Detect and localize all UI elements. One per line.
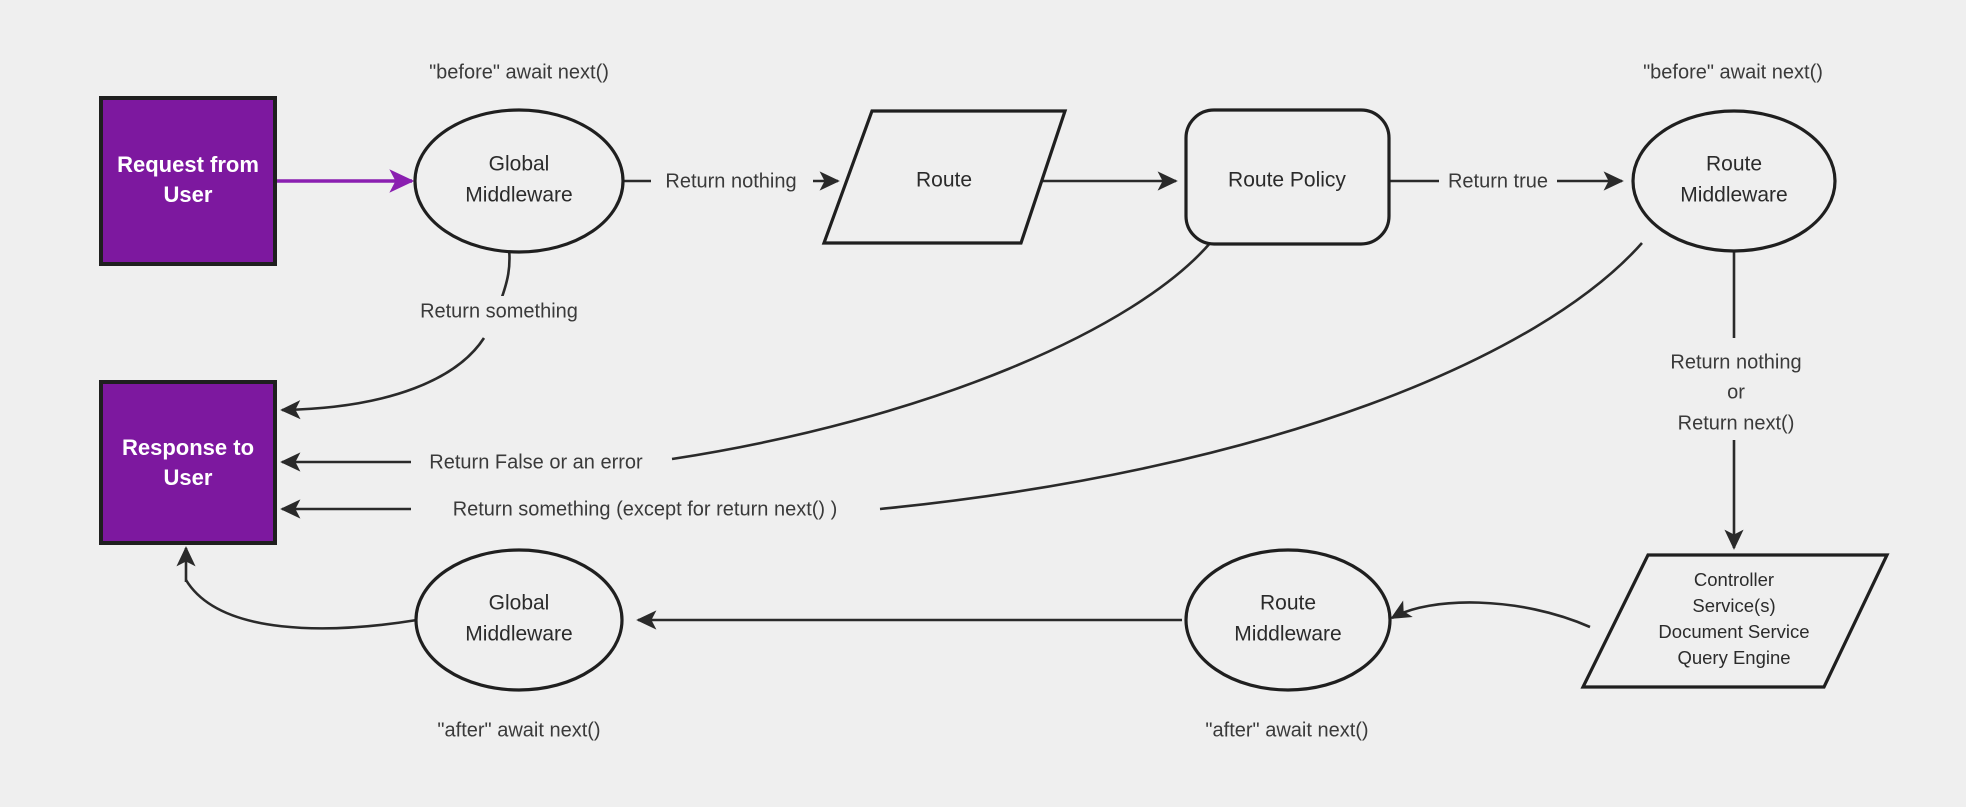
request-from-user-label-line1: Request from [117, 152, 259, 177]
node-global-middleware-top[interactable] [413, 108, 625, 254]
route-middleware-top-label-line1: Route [1706, 153, 1762, 176]
node-route-policy[interactable] [1184, 108, 1391, 246]
edge-return-something-lower [280, 337, 486, 420]
global-middleware-top-label-line2: Middleware [465, 184, 572, 207]
edge-label-return-nothing: Return nothing [665, 170, 796, 192]
route-policy-label: Route Policy [1228, 169, 1346, 192]
response-to-user-label-line1: Response to [122, 435, 254, 460]
node-route-middleware-bottom[interactable] [1184, 548, 1392, 692]
node-response-to-user[interactable] [99, 380, 277, 545]
edge-label-return-something-top: Return something [420, 300, 578, 322]
response-to-user-label-line2: User [164, 465, 213, 490]
label-bg-return-false [411, 448, 661, 478]
annotation-before-await-next-left: "before" await next() [429, 61, 609, 83]
edge-label-return-something-except: Return something (except for return next… [453, 498, 838, 520]
label-bg-return-something-top [404, 296, 594, 326]
edge-return-false-curve [671, 241, 1212, 461]
edge-label-return-true: Return true [1448, 170, 1548, 192]
global-middleware-top-label-line1: Global [489, 153, 550, 176]
node-global-middleware-bottom[interactable] [414, 548, 624, 692]
handler-stack-label-line2: Service(s) [1692, 595, 1775, 616]
route-middleware-bottom-label-line2: Middleware [1234, 623, 1341, 646]
handler-stack-label-line3: Document Service [1658, 621, 1809, 642]
node-handler-stack[interactable] [1580, 553, 1890, 689]
label-bg-return-nothing-or-next [1644, 347, 1828, 435]
edge-return-something-except-curve [879, 242, 1643, 511]
edge-label-return-nothing-or-next-line1: Return nothing [1670, 351, 1801, 373]
node-route-middleware-top[interactable] [1631, 109, 1837, 253]
node-request-from-user[interactable] [99, 96, 277, 266]
handler-stack-label-line1: Controller [1694, 569, 1774, 590]
label-bg-return-something-except [411, 494, 879, 524]
handler-stack-label-line4: Query Engine [1677, 647, 1790, 668]
global-middleware-bottom-label-line1: Global [489, 592, 550, 615]
global-middleware-bottom-label-line2: Middleware [465, 623, 572, 646]
annotation-after-await-next-left: "after" await next() [437, 719, 600, 741]
route-label: Route [916, 169, 972, 192]
label-bg-return-nothing [651, 166, 813, 196]
edge-global-mw-bottom-curve [184, 579, 418, 630]
route-middleware-bottom-label-line1: Route [1260, 592, 1316, 615]
edge-label-return-false-or-error: Return False or an error [429, 451, 643, 473]
label-bg-return-true [1439, 166, 1557, 196]
node-route[interactable] [821, 109, 1068, 245]
edge-label-return-nothing-or-next-line3: Return next() [1678, 412, 1795, 434]
route-middleware-top-label-line2: Middleware [1680, 184, 1787, 207]
annotation-before-await-next-right: "before" await next() [1643, 61, 1823, 83]
edge-label-return-nothing-or-next-line2: or [1727, 381, 1745, 403]
request-from-user-label-line2: User [164, 182, 213, 207]
edge-handler-to-route-middleware-bottom [1390, 600, 1591, 629]
annotation-after-await-next-right: "after" await next() [1205, 719, 1368, 741]
